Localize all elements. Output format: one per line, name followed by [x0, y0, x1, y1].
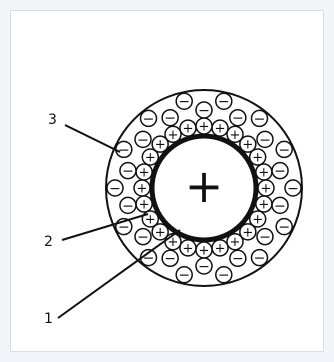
negative-ion: − — [216, 93, 232, 110]
negative-ion-symbol: − — [143, 111, 155, 127]
positive-ion: + — [212, 120, 228, 137]
negative-ion-symbol: − — [198, 259, 210, 275]
negative-ion-symbol: − — [122, 198, 134, 214]
negative-ion: − — [251, 110, 267, 127]
positive-ion-symbol: + — [215, 122, 226, 137]
negative-ion-symbol: − — [259, 230, 271, 246]
positive-ion-symbol: + — [242, 225, 253, 240]
positive-ion-symbol: + — [258, 198, 269, 213]
negative-ion-symbol: − — [278, 220, 290, 236]
negative-ion-symbol: − — [274, 198, 286, 214]
positive-ion: + — [142, 211, 158, 228]
negative-ion-symbol: − — [198, 103, 210, 119]
negative-ion-symbol: − — [178, 94, 190, 110]
positive-ion: + — [136, 196, 152, 213]
negative-ion: − — [176, 267, 192, 284]
positive-ion-symbol: + — [199, 244, 210, 259]
negative-ion-symbol: − — [218, 94, 230, 110]
positive-ion: + — [250, 149, 266, 166]
callout-line-1 — [58, 230, 180, 318]
negative-ion: − — [162, 250, 178, 267]
negative-ion-symbol: − — [274, 164, 286, 180]
negative-ion-symbol: − — [254, 250, 266, 266]
positive-ion-symbol: + — [139, 166, 150, 181]
positive-ion-symbol: + — [258, 166, 269, 181]
negative-ion: − — [285, 180, 301, 197]
negative-ion-symbol: − — [218, 268, 230, 284]
positive-ion: + — [134, 180, 150, 197]
negative-ion: − — [276, 141, 292, 158]
positive-ion: + — [165, 126, 181, 143]
negative-ion: − — [272, 197, 288, 214]
negative-ion-symbol: − — [178, 268, 190, 284]
negative-ion: − — [141, 110, 157, 127]
negative-ion-symbol: − — [137, 132, 149, 148]
negative-ion: − — [196, 102, 212, 119]
positive-ion: + — [180, 120, 196, 137]
negative-ion: − — [272, 163, 288, 180]
negative-ion: − — [120, 197, 136, 214]
negative-ion-symbol: − — [254, 111, 266, 127]
positive-ion-symbol: + — [139, 198, 150, 213]
positive-ion-symbol: + — [252, 151, 263, 166]
positive-ion-symbol: + — [230, 128, 241, 143]
negative-ion: − — [116, 141, 132, 158]
negative-ion-symbol: − — [232, 251, 244, 267]
negative-ion: − — [230, 110, 246, 127]
positive-ion-symbol: + — [230, 235, 241, 250]
callout-label-1: 1 — [44, 311, 53, 327]
negative-ion-symbol: − — [122, 164, 134, 180]
negative-ion: − — [230, 250, 246, 267]
positive-ion-symbol: + — [183, 241, 194, 256]
positive-ion-symbol: + — [155, 225, 166, 240]
callout-label-2: 2 — [44, 234, 53, 250]
positive-ion-symbol: + — [137, 182, 148, 197]
positive-ion: + — [256, 196, 272, 213]
positive-ion: + — [196, 118, 212, 135]
negative-ion: − — [196, 258, 212, 275]
positive-ion: + — [180, 240, 196, 257]
callout-line-3 — [65, 125, 120, 152]
positive-ion-symbol: + — [168, 128, 179, 143]
negative-ion-symbol: − — [118, 142, 130, 158]
negative-ion-symbol: − — [164, 251, 176, 267]
positive-ion-symbol: + — [199, 120, 210, 135]
negative-ion: − — [135, 131, 151, 148]
positive-ion: + — [256, 164, 272, 181]
negative-ion-symbol: − — [109, 181, 121, 197]
positive-ion-symbol: + — [145, 151, 156, 166]
negative-ion: − — [251, 250, 267, 267]
negative-ion: − — [135, 229, 151, 246]
callout-label-3: 3 — [48, 112, 57, 128]
negative-ion-symbol: − — [232, 111, 244, 127]
negative-ion: − — [107, 180, 123, 197]
positive-ion-symbol: + — [183, 122, 194, 137]
positive-ion: + — [227, 234, 243, 251]
positive-ion: + — [258, 180, 274, 197]
negative-ion: − — [257, 229, 273, 246]
positive-ion-symbol: + — [215, 241, 226, 256]
negative-ion: − — [162, 110, 178, 127]
positive-ion: + — [196, 242, 212, 259]
negative-ion: − — [276, 219, 292, 236]
negative-ion-symbol: − — [287, 181, 299, 197]
negative-ion: − — [257, 131, 273, 148]
particle-charge-symbol: + — [185, 159, 224, 213]
negative-ion-symbol: − — [164, 111, 176, 127]
positive-ion-symbol: + — [252, 213, 263, 228]
negative-ion-symbol: − — [278, 142, 290, 158]
negative-ion: − — [216, 267, 232, 284]
negative-ion: − — [120, 163, 136, 180]
negative-ion-symbol: − — [259, 132, 271, 148]
positive-ion: + — [136, 164, 152, 181]
positive-ion: + — [212, 240, 228, 257]
positive-ion-symbol: + — [155, 138, 166, 153]
positive-ion-symbol: + — [261, 182, 272, 197]
negative-ion-symbol: − — [137, 230, 149, 246]
negative-ion: − — [176, 93, 192, 110]
